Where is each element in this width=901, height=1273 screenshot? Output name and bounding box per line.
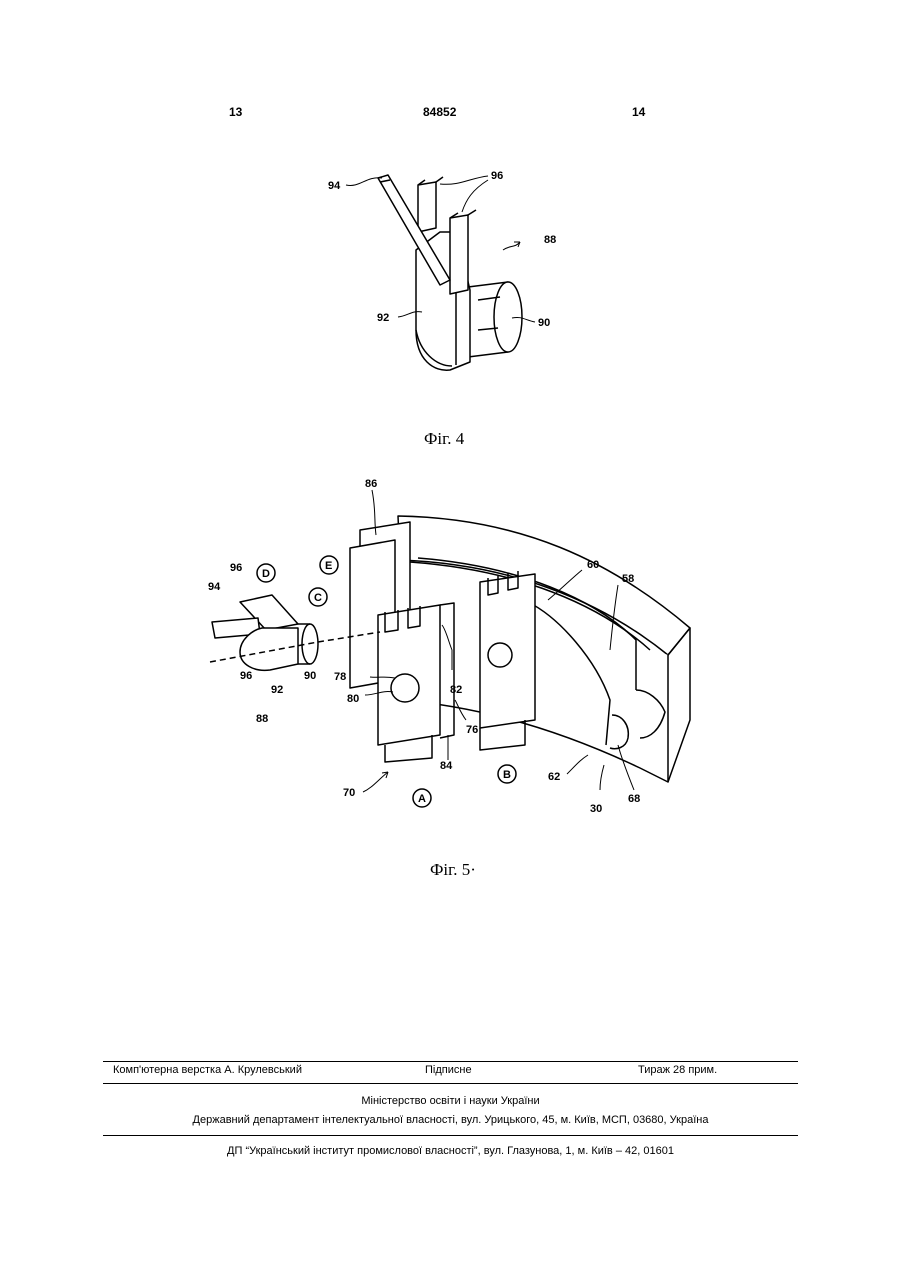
figure-5-drawing xyxy=(210,516,690,782)
footer-circulation: Тираж 28 прим. xyxy=(638,1064,717,1076)
figure-4-drawing xyxy=(378,175,522,370)
fig5-label-62: 62 xyxy=(548,771,560,783)
fig5-label-82: 82 xyxy=(450,684,462,696)
fig5-label-76: 76 xyxy=(466,724,478,736)
fig5-label-78: 78 xyxy=(334,671,346,683)
fig4-label-94: 94 xyxy=(328,180,341,192)
fig5-circle-E: E xyxy=(325,560,332,572)
fig5-label-96-bottom: 96 xyxy=(240,670,252,682)
footer-rule-middle xyxy=(103,1083,798,1084)
footer-ministry: Міністерство освіти і науки України xyxy=(0,1095,901,1107)
fig5-label-58: 58 xyxy=(622,573,634,585)
footer-institute: ДП “Український інститут промислової вла… xyxy=(0,1145,901,1157)
fig5-label-94: 94 xyxy=(208,581,221,593)
fig5-circle-C: C xyxy=(314,592,322,604)
footer-rule-top xyxy=(103,1061,798,1062)
fig4-label-92: 92 xyxy=(377,312,389,324)
fig5-label-92: 92 xyxy=(271,684,283,696)
fig5-circle-A: A xyxy=(418,793,426,805)
fig5-label-90: 90 xyxy=(304,670,316,682)
fig5-circle-D: D xyxy=(262,568,270,580)
fig5-label-70: 70 xyxy=(343,787,355,799)
footer-typesetter: Комп'ютерна верстка А. Крулевський xyxy=(113,1064,302,1076)
fig4-label-88: 88 xyxy=(544,234,556,246)
fig4-label-96: 96 xyxy=(491,170,503,182)
figure-5-caption: Фіг. 5· xyxy=(430,860,476,880)
fig5-circle-B: B xyxy=(503,769,511,781)
footer-department: Державний департамент інтелектуальної вл… xyxy=(0,1114,901,1126)
fig5-label-86: 86 xyxy=(365,478,377,490)
footer-signed: Підписне xyxy=(425,1064,472,1076)
figure-4-caption: Фіг. 4 xyxy=(424,429,464,449)
fig5-label-84: 84 xyxy=(440,760,453,772)
footer-rule-bottom xyxy=(103,1135,798,1136)
fig5-label-96-top: 96 xyxy=(230,562,242,574)
fig4-label-90: 90 xyxy=(538,317,550,329)
fig5-label-60: 60 xyxy=(587,559,599,571)
fig5-label-68: 68 xyxy=(628,793,640,805)
fig5-label-80: 80 xyxy=(347,693,359,705)
fig5-label-30: 30 xyxy=(590,803,602,815)
fig5-label-88: 88 xyxy=(256,713,268,725)
